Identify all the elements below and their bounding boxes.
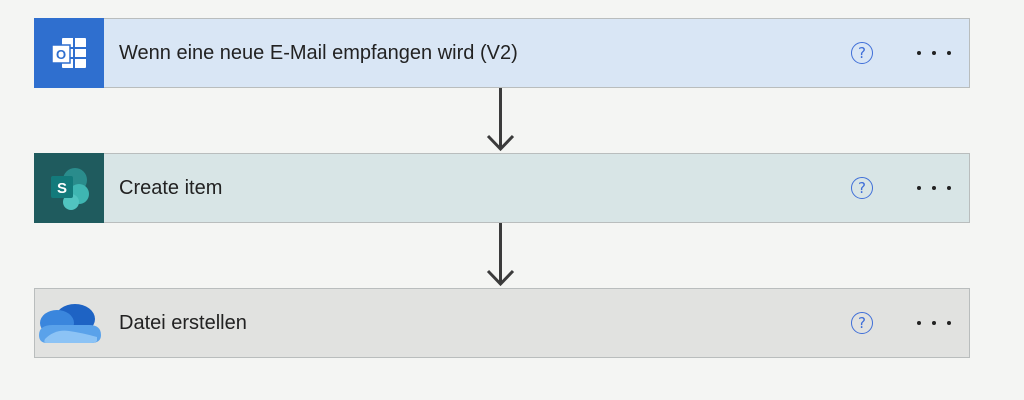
svg-text:O: O	[56, 47, 66, 62]
step-title: Wenn eine neue E-Mail empfangen wird (V2…	[119, 41, 518, 64]
more-options-icon[interactable]	[917, 51, 951, 55]
more-options-icon[interactable]	[917, 186, 951, 190]
step-title: Datei erstellen	[119, 311, 247, 334]
step-card-outlook-trigger[interactable]: O Wenn eine neue E-Mail empfangen wird (…	[34, 17, 970, 88]
svg-text:S: S	[57, 180, 67, 197]
outlook-icon: O	[34, 17, 104, 88]
help-icon[interactable]: ?	[851, 312, 873, 334]
step-title: Create item	[119, 176, 223, 199]
step-card-sharepoint-action[interactable]: S Create item ?	[34, 152, 970, 223]
connector-arrow	[486, 88, 515, 152]
help-icon[interactable]: ?	[851, 177, 873, 199]
onedrive-icon	[34, 288, 104, 358]
sharepoint-icon: S	[34, 152, 104, 223]
connector-arrow	[486, 223, 515, 287]
more-options-icon[interactable]	[917, 321, 951, 325]
step-card-onedrive-action[interactable]: Datei erstellen ?	[34, 288, 970, 358]
help-icon[interactable]: ?	[851, 42, 873, 64]
